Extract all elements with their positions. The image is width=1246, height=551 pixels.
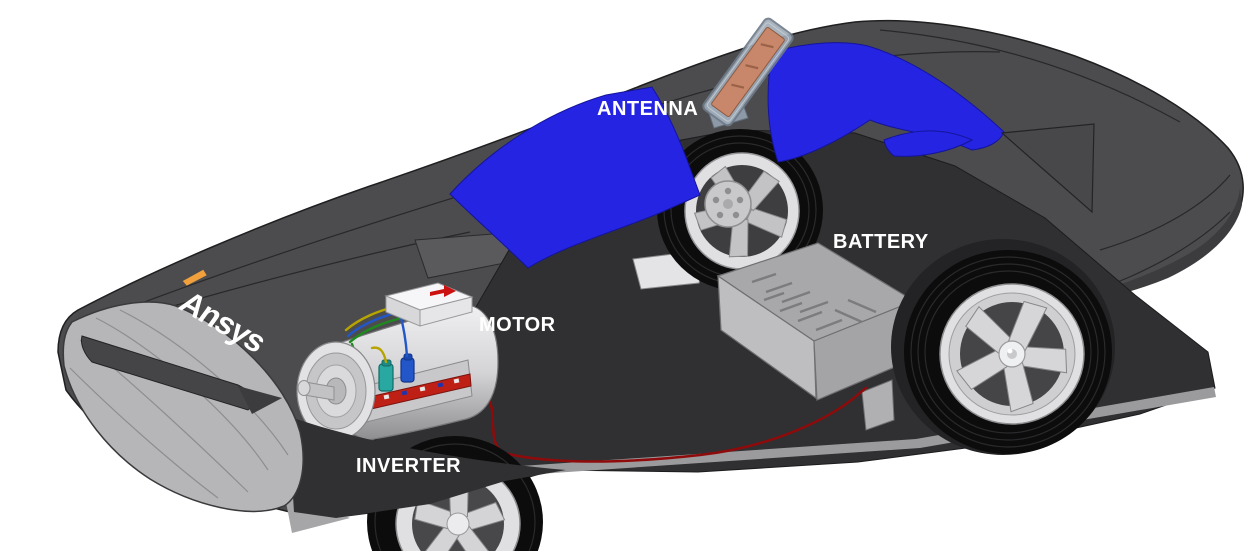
canopy-quarter-glass [883,130,974,157]
battery-side-face [717,274,817,400]
motor-shaft [297,380,335,401]
hub [704,180,752,228]
windshield-canopy [449,42,1005,269]
front-lower-panel [288,416,566,518]
inverter-module [344,282,474,413]
tire-tread [917,263,1099,441]
rear-fin [1000,123,1095,214]
tail-seam [1099,174,1231,251]
label-antenna: ANTENNA [597,98,698,120]
wire-yellow-drop [370,346,388,364]
battery-foot [861,379,895,431]
tire-tread [374,443,536,551]
hub [446,512,470,536]
rear-wheel-far [657,129,823,291]
front-bumper [62,301,304,513]
capacitor-blue [400,353,415,383]
wire-green [348,316,404,344]
canopy-windshield [449,86,701,269]
rim-spokes [956,300,1068,413]
antenna-frame-highlight [706,22,790,122]
bumper-slat-tip [238,386,282,414]
label-motor: MOTOR [479,314,556,336]
antenna-module [702,17,794,129]
label-battery: BATTERY [833,231,929,253]
bumper-rib [69,367,219,499]
spoke [745,207,788,238]
ansys-logo-slash [182,269,207,286]
tire-tread [924,270,1092,434]
antenna-patch [711,26,785,118]
battery-embossing [751,272,877,332]
bumper-rib [119,309,289,456]
hv-cable [450,386,868,463]
hub [998,340,1026,368]
tire-tread [910,256,1106,448]
label-inverter: INVERTER [356,455,461,477]
battery-pack [716,242,917,431]
floor-sill-strip [506,387,1216,476]
rear-deck-seam [879,29,1181,123]
capacitor-teal [378,359,394,392]
connector-arrow [430,285,456,297]
antenna-slots [731,43,774,89]
rear-wheel-near [891,239,1115,455]
